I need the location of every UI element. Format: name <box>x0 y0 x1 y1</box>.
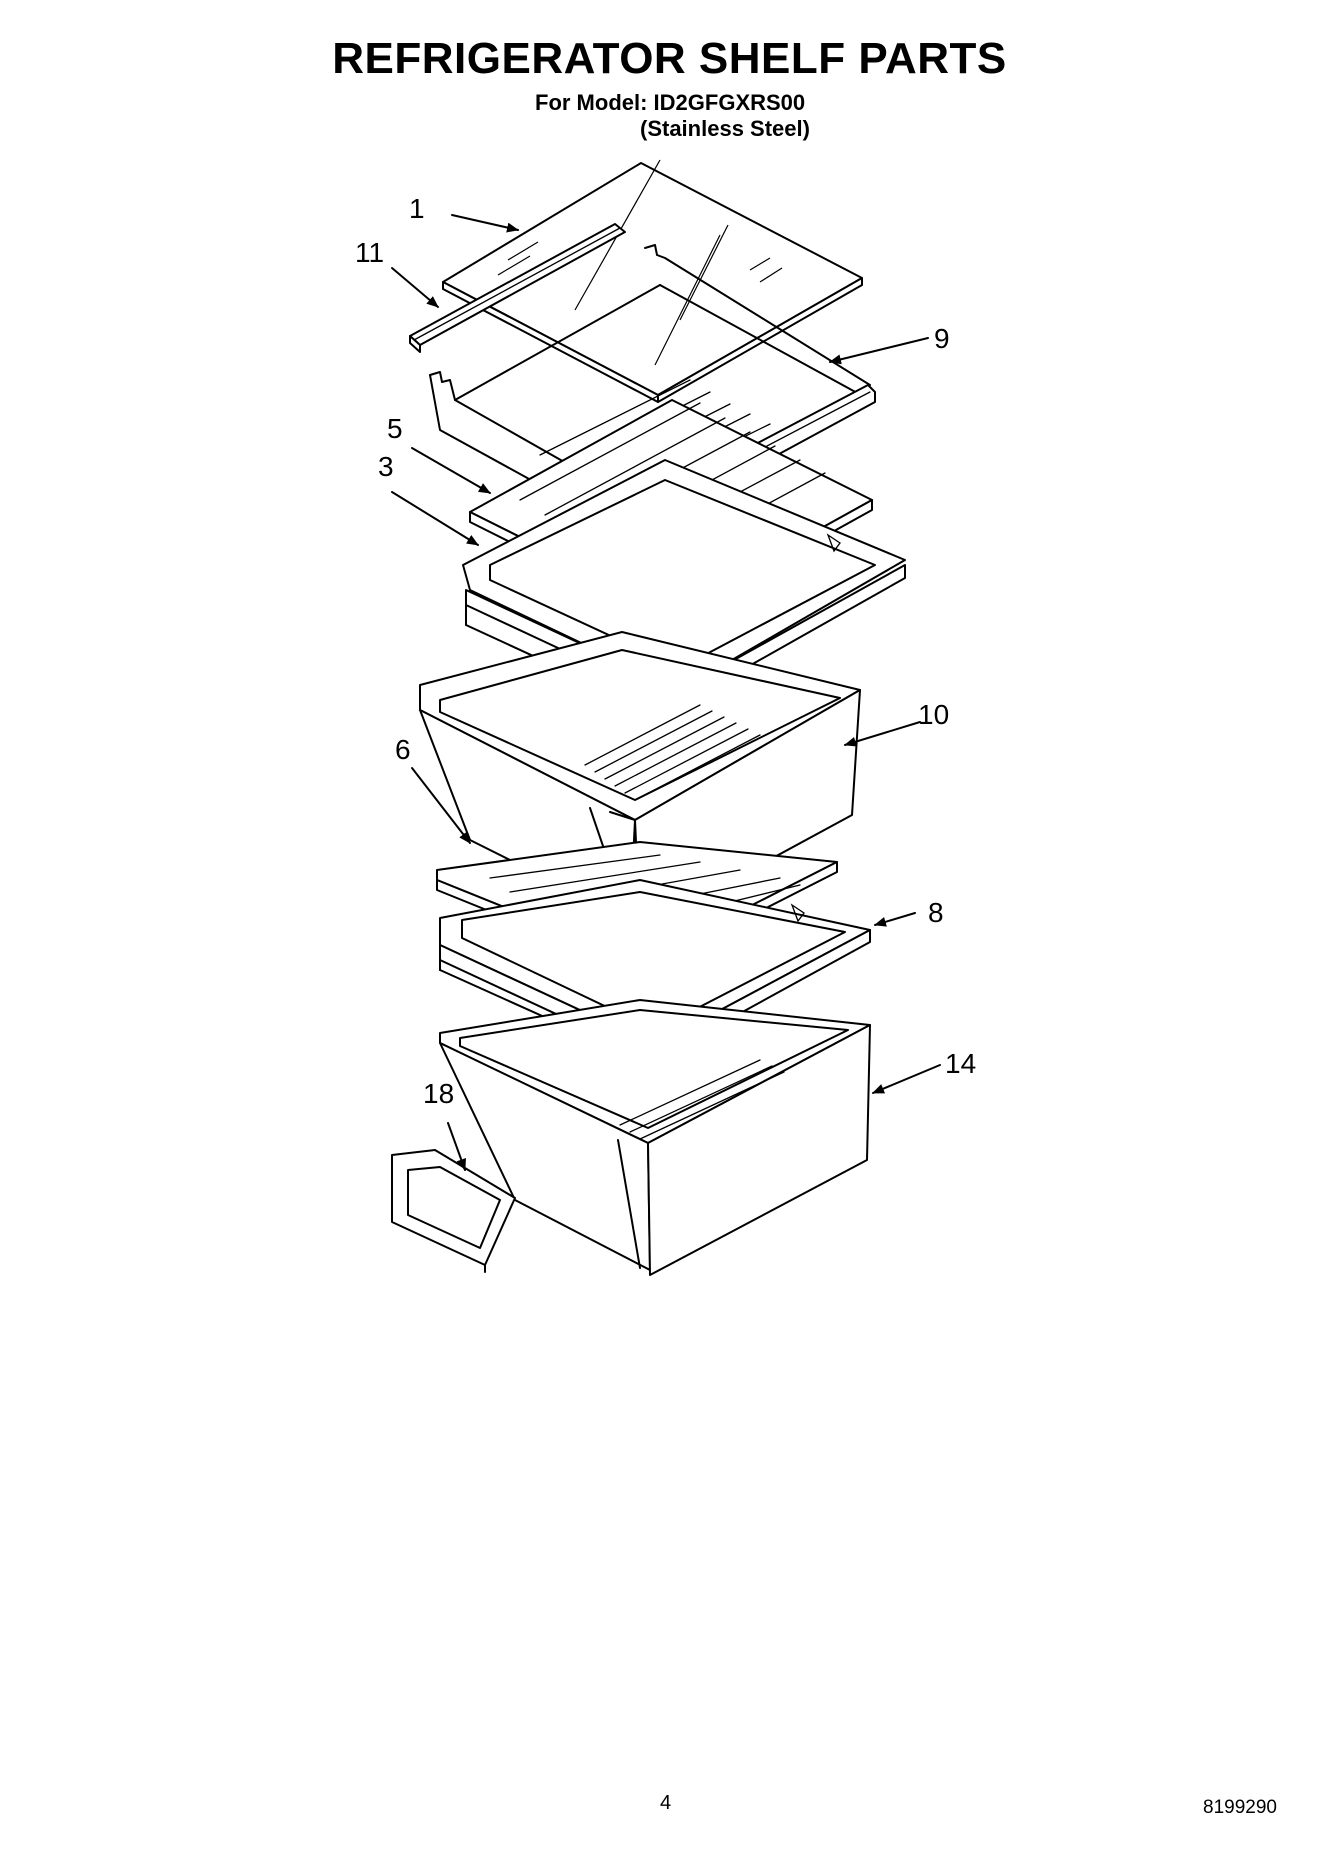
crisper-drawer-part-14 <box>439 999 871 1276</box>
callout-5: 5 <box>387 413 403 444</box>
callout-18: 18 <box>423 1078 454 1109</box>
label-holder-part-18 <box>391 1149 516 1273</box>
glass-shelf-part-1 <box>442 159 863 403</box>
finish-line: (Stainless Steel) <box>640 116 810 141</box>
callout-8: 8 <box>928 897 944 928</box>
leader-lines <box>391 214 941 1171</box>
drawer-grille <box>619 1059 785 1140</box>
drawer-grille <box>584 704 761 801</box>
crisper-cover-frame-part-3 <box>462 459 906 721</box>
callout-9: 9 <box>934 323 950 354</box>
page-number: 4 <box>660 1792 672 1814</box>
shelf-trim-part-11 <box>409 223 626 353</box>
callout-11: 11 <box>355 237 384 268</box>
model-line: For Model: ID2GFGXRS00 <box>535 90 806 115</box>
crisper-cover-frame-part-8 <box>439 879 871 1061</box>
document-number: 8199290 <box>1203 1797 1277 1818</box>
callout-10: 10 <box>918 699 949 730</box>
callout-14: 14 <box>945 1048 976 1079</box>
page-title: REFRIGERATOR SHELF PARTS <box>332 34 1007 83</box>
callout-1: 1 <box>409 193 425 224</box>
callout-6: 6 <box>395 734 411 765</box>
callout-numbers: 1 11 9 5 3 10 6 8 14 18 <box>355 193 976 1109</box>
callout-3: 3 <box>378 451 394 482</box>
